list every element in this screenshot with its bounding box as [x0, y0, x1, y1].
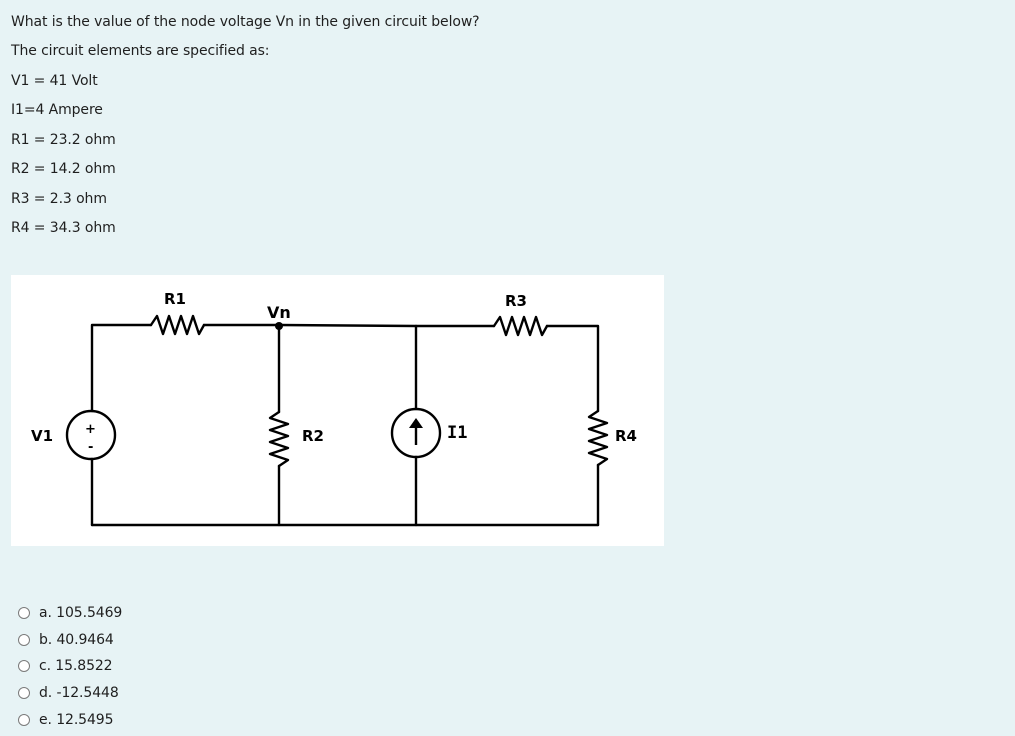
v1-source	[65, 409, 117, 461]
question-prompt: What is the value of the node voltage Vn…	[11, 14, 480, 30]
answer-options: a. 105.5469 b. 40.9464 c. 15.8522 d. -12…	[18, 600, 122, 733]
vn-node-dot	[275, 322, 283, 330]
spec-r1: R1 = 23.2 ohm	[11, 132, 116, 148]
r4-resistor	[587, 409, 609, 467]
wire-top-mid	[202, 323, 496, 328]
wire-top-left	[90, 323, 153, 413]
spec-i1: I1=4 Ampere	[11, 102, 103, 118]
r2-label: R2	[302, 427, 324, 445]
spec-intro: The circuit elements are specified as:	[11, 43, 270, 59]
radio-button-b[interactable]	[18, 633, 30, 646]
option-a-label[interactable]: a. 105.5469	[39, 605, 123, 622]
r3-resistor	[492, 315, 549, 337]
radio-button-d[interactable]	[18, 687, 30, 700]
r4-label: R4	[615, 427, 637, 445]
option-d-label[interactable]: d. -12.5448	[39, 685, 119, 702]
option-c-label[interactable]: c. 15.8522	[39, 658, 113, 675]
circuit-diagram: R1 Vn R3 V1 + - R2 I1 R4	[11, 275, 664, 546]
vn-label: Vn	[267, 303, 291, 322]
radio-button-e[interactable]	[18, 713, 30, 726]
r2-resistor	[268, 410, 290, 468]
option-e[interactable]: e. 12.5495	[18, 706, 122, 733]
spec-r4: R4 = 34.3 ohm	[11, 220, 116, 236]
v1-label: V1	[31, 427, 53, 445]
option-d[interactable]: d. -12.5448	[18, 680, 122, 707]
v1-minus-sign: -	[88, 440, 93, 455]
v1-plus-sign: +	[85, 422, 96, 437]
option-c[interactable]: c. 15.8522	[18, 653, 122, 680]
option-b-label[interactable]: b. 40.9464	[39, 631, 114, 648]
circuit-svg: R1 Vn R3 V1 + - R2 I1 R4	[31, 290, 637, 527]
spec-r3: R3 = 2.3 ohm	[11, 191, 107, 207]
wire-top-right	[545, 324, 600, 413]
arrow-up-icon	[409, 418, 423, 445]
r1-resistor	[149, 314, 206, 336]
option-a[interactable]: a. 105.5469	[18, 600, 122, 627]
i1-label: I1	[447, 423, 467, 443]
i1-source	[390, 407, 442, 459]
radio-button-a[interactable]	[18, 607, 30, 620]
spec-v1: V1 = 41 Volt	[11, 73, 98, 89]
r1-label: R1	[164, 290, 186, 308]
radio-button-c[interactable]	[18, 660, 30, 673]
option-e-label[interactable]: e. 12.5495	[39, 711, 114, 728]
r3-label: R3	[505, 292, 527, 310]
option-b[interactable]: b. 40.9464	[18, 627, 122, 654]
spec-r2: R2 = 14.2 ohm	[11, 161, 116, 177]
